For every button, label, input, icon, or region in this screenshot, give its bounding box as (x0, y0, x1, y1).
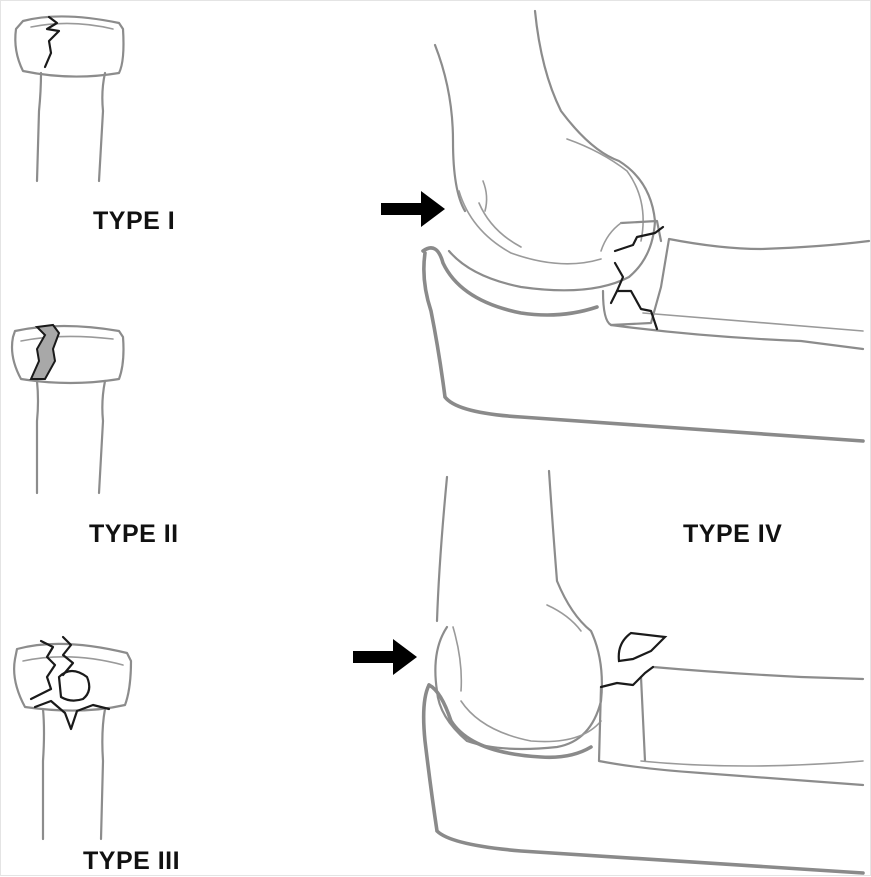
type-2-label: TYPE II (89, 520, 179, 549)
type-4-displaced-fragment (619, 633, 665, 661)
type-4-upper-elbow-illustration (423, 11, 869, 441)
arrow-right-icon (381, 191, 445, 227)
type-2-bone-illustration (12, 325, 124, 493)
type-1-bone-illustration (15, 16, 123, 181)
type-1-label: TYPE I (93, 207, 175, 236)
type-4-label: TYPE IV (683, 520, 782, 549)
type-4-lower-fracture-line (601, 667, 653, 687)
type-4-upper-fracture-line (615, 227, 663, 251)
type-3-bone-illustration (14, 637, 131, 839)
arrow-right-icon (353, 639, 417, 675)
type-4-lower-elbow-illustration (424, 471, 863, 873)
type-3-label: TYPE III (83, 847, 180, 876)
type-2-displaced-fragment (31, 325, 59, 379)
